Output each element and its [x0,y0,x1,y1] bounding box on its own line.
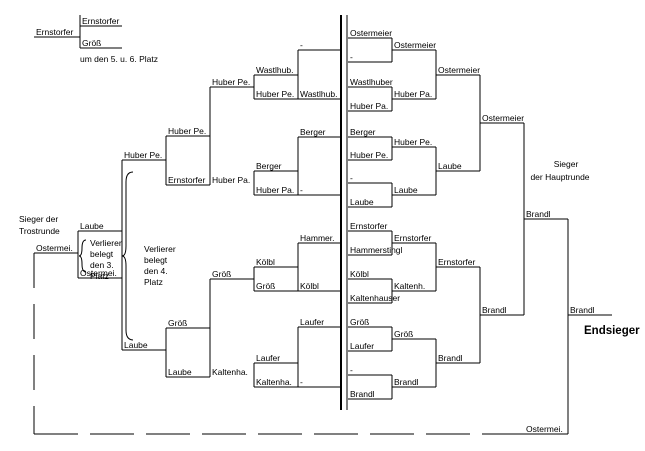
trost-r128-b: Wastlhub. [300,89,337,99]
trost-r64-c: Berger [256,161,282,171]
trost-r16-b: Ernstorfer [168,175,205,185]
trost-far-left-a: Ostermei. [36,243,73,253]
trost-r64-e: Kölbl [256,257,275,267]
haupt-r1-6: Huber Pe. [350,150,388,160]
haupt-r3-2: Laube [438,161,462,171]
haupt-r1-11: Kölbl [350,269,369,279]
haupt-r4-2: Brandl [482,305,507,315]
trost-r64-h: Kaltenha. [256,377,292,387]
trost-r16-a: Huber Pe. [168,126,206,136]
haupt-r5: Brandl [526,209,551,219]
svg-text:den 4.: den 4. [144,266,168,276]
svg-text:den 3.: den 3. [90,260,114,270]
trost-r128-a: - [300,40,303,50]
haupt-r1-3: Wastlhuber [350,77,393,87]
trost-r32-b: Huber Pa. [212,175,250,185]
haupt-r1-4: Huber Pa. [350,101,388,111]
trost-r128-d: - [300,185,303,195]
haupt-r2-5: Ernstorfer [394,233,431,243]
trost-r16-c: Größ [168,318,187,328]
haupt-r1-9: Ernstorfer [350,221,387,231]
trost-r128-c: Berger [300,127,326,137]
endsieger-label: Endsieger [584,325,640,337]
placement-player-a: Ernstorfer [36,27,73,37]
trost-r32-c: Größ [212,269,231,279]
haupt-r1-13: Größ [350,317,369,327]
placement-5-6-match: Ernstorfer Ernstorfer Größ um den 5. u. … [34,15,158,64]
haupt-r3-4: Brandl [438,353,463,363]
haupt-r2-8: Brandl [394,377,419,387]
haupt-r1-16: Brandl [350,389,375,399]
haupt-r2-3: Huber Pe. [394,137,432,147]
trost-r64-g: Laufer [256,353,280,363]
trost-semi-b: Ostermei. [80,268,117,278]
haupt-r2-2: Huber Pa. [394,89,432,99]
svg-text:belegt: belegt [90,249,114,259]
trost-r16-d: Laube [168,367,192,377]
trost-r32-d: Kaltenha. [212,367,248,377]
svg-text:Platz: Platz [144,277,163,287]
haupt-r1-15: - [350,365,353,375]
final-bottom: Ostermei. [526,424,563,434]
trost-r128-f: Kölbl [300,281,319,291]
haupt-r1-14: Laufer [350,341,374,351]
haupt-r1-5: Berger [350,127,376,137]
haupt-r2-4: Laube [394,185,418,195]
placement-winner: Ernstorfer [82,16,119,26]
trost-r128-g: Laufer [300,317,324,327]
trost-r128-h: - [300,377,303,387]
placement-player-b: Größ [82,38,101,48]
trost-quarter-a: Huber Pe. [124,150,162,160]
svg-text:Trostrunde: Trostrunde [19,226,60,236]
haupt-r1-10: Hammerstingl [350,245,403,255]
haupt-bracket: Ostermeier - Wastlhuber Huber Pa. Berger… [348,28,640,435]
trost-semi-a: Laube [80,221,104,231]
trost-r128-e: Hammer. [300,233,334,243]
haupt-r2-1: Ostermeier [394,40,436,50]
trost-bracket: Ostermei. Laube Ostermei. Verlierer bele… [33,40,522,435]
sieger-trostrunde-label: Sieger der Trostrunde [19,214,60,236]
trost-r32-a: Huber Pe. [212,77,250,87]
trost-r64-f: Größ [256,281,275,291]
svg-text:Verlierer: Verlierer [144,244,176,254]
haupt-r2-6: Kaltenh. [394,281,425,291]
haupt-r2-7: Größ [394,329,413,339]
haupt-r1-12: Kaltenhauser [350,293,400,303]
haupt-r1-7: - [350,173,353,183]
placement-note: um den 5. u. 6. Platz [80,54,158,64]
haupt-r4-1: Ostermeier [482,113,524,123]
final-winner: Brandl [570,305,595,315]
trost-r64-d: Huber Pa. [256,185,294,195]
svg-text:Sieger der: Sieger der [19,214,58,224]
svg-text:belegt: belegt [144,255,168,265]
haupt-r3-3: Ernstorfer [438,257,475,267]
trost-r64-a: Wastlhub. [256,65,293,75]
svg-text:der Hauptrunde: der Hauptrunde [530,172,589,182]
svg-text:Platz: Platz [90,271,109,281]
sieger-hauptrunde-label: Sieger [554,159,579,169]
haupt-r1-2: - [350,52,353,62]
trost-r64-b: Huber Pe. [256,89,294,99]
trost-quarter-b: Laube [124,340,148,350]
haupt-r1-8: Laube [350,197,374,207]
haupt-r3-1: Ostermeier [438,65,480,75]
svg-text:Verlierer: Verlierer [90,238,122,248]
haupt-r1-1: Ostermeier [350,28,392,38]
